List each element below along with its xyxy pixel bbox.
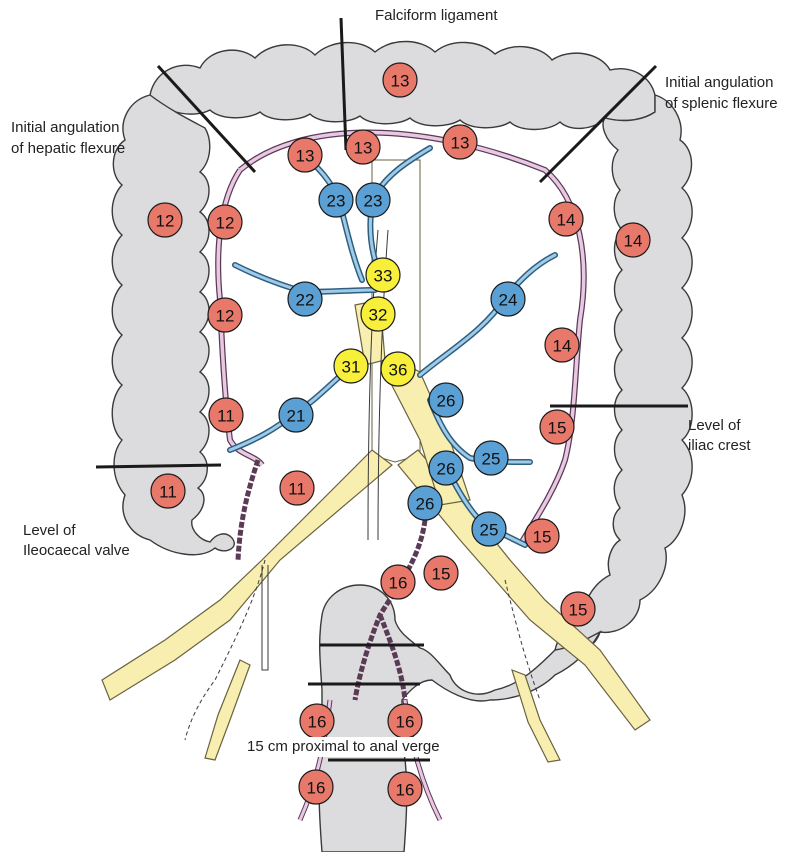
lymph-node-11: 11 <box>151 474 185 508</box>
lymph-node-36: 36 <box>381 352 415 386</box>
lymph-node-14: 14 <box>616 223 650 257</box>
lymph-node-label: 36 <box>389 361 408 380</box>
lymph-node-24: 24 <box>491 282 525 316</box>
lymph-node-16: 16 <box>299 770 333 804</box>
lymph-node-16: 16 <box>300 704 334 738</box>
lymph-node-label: 32 <box>369 306 388 325</box>
lymph-node-12: 12 <box>148 203 182 237</box>
lymph-node-12: 12 <box>208 205 242 239</box>
ileocaecal-label-line1: Level of <box>23 521 76 541</box>
lymph-node-label: 25 <box>482 450 501 469</box>
lymph-node-26: 26 <box>429 451 463 485</box>
arteries <box>230 148 555 545</box>
lymph-node-label: 15 <box>533 528 552 547</box>
lymph-node-26: 26 <box>408 486 442 520</box>
lymph-node-label: 15 <box>548 419 567 438</box>
lymph-node-label: 33 <box>374 267 393 286</box>
lymph-node-label: 21 <box>287 407 306 426</box>
lymph-node-label: 26 <box>416 495 435 514</box>
lymph-node-label: 11 <box>217 407 235 426</box>
lymph-node-15: 15 <box>424 556 458 590</box>
lymph-node-13: 13 <box>383 63 417 97</box>
lymph-node-13: 13 <box>346 130 380 164</box>
ileocaecal-line <box>96 465 221 467</box>
lymph-node-label: 23 <box>327 192 346 211</box>
lymph-node-16: 16 <box>388 704 422 738</box>
lymph-node-label: 24 <box>499 291 518 310</box>
lymph-node-26: 26 <box>429 383 463 417</box>
lymph-node-label: 26 <box>437 460 456 479</box>
lymph-node-label: 11 <box>288 480 306 499</box>
lymph-node-14: 14 <box>545 328 579 362</box>
lymph-node-12: 12 <box>208 298 242 332</box>
sigmoid-colon <box>320 585 600 744</box>
lymph-node-label: 13 <box>391 72 410 91</box>
lymph-node-label: 26 <box>437 392 456 411</box>
lymph-node-22: 22 <box>288 282 322 316</box>
lymph-node-label: 14 <box>553 337 572 356</box>
iliac-crest-label-line2: iliac crest <box>688 436 751 456</box>
lymph-node-16: 16 <box>381 565 415 599</box>
lymph-node-label: 12 <box>216 307 235 326</box>
lymph-node-13: 13 <box>443 125 477 159</box>
splenic-flexure-label-line1: Initial angulation <box>665 73 773 93</box>
lymph-node-label: 23 <box>364 192 383 211</box>
lymph-node-label: 13 <box>451 134 470 153</box>
lymph-node-label: 13 <box>354 139 373 158</box>
lymph-node-label: 16 <box>396 713 415 732</box>
lymph-node-25: 25 <box>472 512 506 546</box>
lymph-node-label: 14 <box>624 232 643 251</box>
lymph-node-23: 23 <box>356 183 390 217</box>
lymph-node-14: 14 <box>549 202 583 236</box>
lymph-node-15: 15 <box>540 410 574 444</box>
lymph-node-label: 16 <box>389 574 408 593</box>
lymph-node-label: 12 <box>156 212 175 231</box>
lymph-node-label: 16 <box>308 713 327 732</box>
lymph-node-31: 31 <box>334 349 368 383</box>
iliac-crest-label-line1: Level of <box>688 416 741 436</box>
lymph-node-11: 11 <box>280 471 314 505</box>
lymph-node-label: 22 <box>296 291 315 310</box>
lymph-node-16: 16 <box>388 772 422 806</box>
ileocaecal-label-line2: Ileocaecal valve <box>23 541 130 561</box>
lymph-node-label: 12 <box>216 214 235 233</box>
lymph-node-label: 13 <box>296 147 315 166</box>
splenic-flexure-label-line2: of splenic flexure <box>665 94 778 114</box>
lymph-node-11: 11 <box>209 398 243 432</box>
lymph-node-25: 25 <box>474 441 508 475</box>
lymph-node-label: 15 <box>432 565 451 584</box>
lymph-node-label: 25 <box>480 521 499 540</box>
lymph-node-label: 31 <box>342 358 361 377</box>
lymph-node-32: 32 <box>361 297 395 331</box>
lymph-node-33: 33 <box>366 258 400 292</box>
falciform-label: Falciform ligament <box>375 6 498 26</box>
hepatic-flexure-label-line1: Initial angulation <box>11 118 119 138</box>
lymph-node-label: 14 <box>557 211 576 230</box>
iliac-branch-right <box>205 660 250 760</box>
lymph-node-23: 23 <box>319 183 353 217</box>
lymph-node-13: 13 <box>288 138 322 172</box>
lymph-node-label: 16 <box>307 779 326 798</box>
lymph-node-label: 11 <box>159 483 177 502</box>
anal-verge-label: 15 cm proximal to anal verge <box>247 737 440 757</box>
hepatic-flexure-label-line2: of hepatic flexure <box>11 139 125 159</box>
lymph-node-21: 21 <box>279 398 313 432</box>
lymph-node-15: 15 <box>561 592 595 626</box>
lymph-node-label: 16 <box>396 781 415 800</box>
lymph-node-15: 15 <box>525 519 559 553</box>
lymph-node-label: 15 <box>569 601 588 620</box>
